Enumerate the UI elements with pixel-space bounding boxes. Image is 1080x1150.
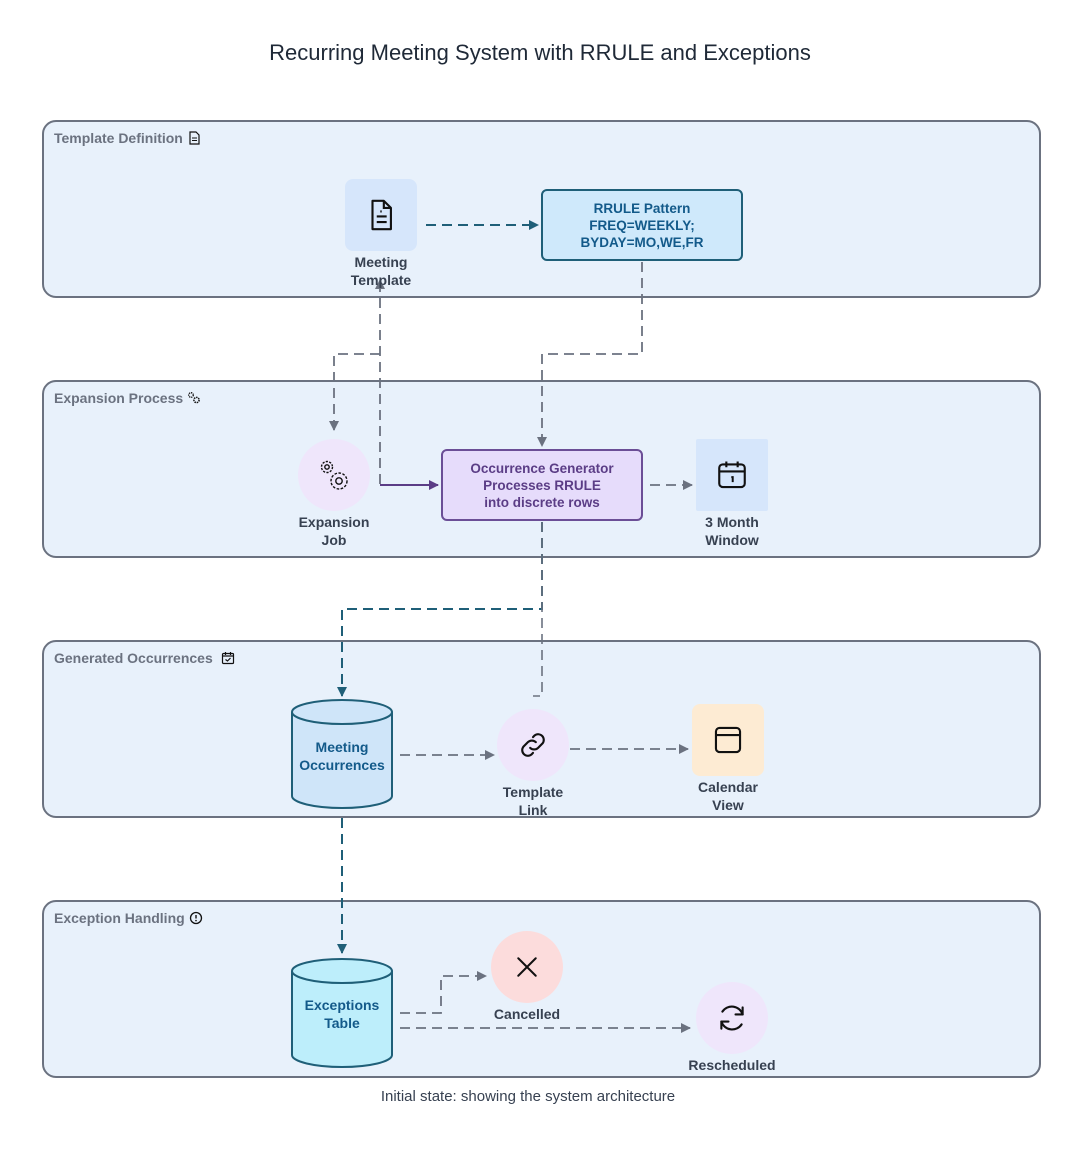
- calendar-view-label-1: Calendar: [698, 779, 758, 795]
- expansion-job-node[interactable]: [298, 439, 370, 511]
- occurrence-generator-node[interactable]: Occurrence Generator Processes RRULE int…: [441, 449, 643, 521]
- generator-label-3: into discrete rows: [484, 494, 600, 510]
- diagram-title: Recurring Meeting System with RRULE and …: [269, 40, 811, 65]
- calendar-view-node[interactable]: [692, 704, 764, 776]
- group-label-occurrences: Generated Occurrences: [54, 650, 213, 666]
- calendar-view-label-2: View: [712, 797, 744, 813]
- generator-label-1: Occurrence Generator: [470, 460, 614, 476]
- meeting-occurrences-label-2: Occurrences: [299, 757, 385, 773]
- rescheduled-label: Rescheduled: [688, 1057, 776, 1073]
- expansion-job-label-1: Expansion: [298, 514, 370, 530]
- calendar-check-icon: [221, 652, 234, 665]
- template-link-label-2: Link: [518, 802, 548, 818]
- meeting-occurrences-node[interactable]: [290, 698, 394, 812]
- cancelled-label: Cancelled: [493, 1006, 561, 1022]
- rrule-label-2: FREQ=WEEKLY;: [589, 217, 695, 233]
- diagram-caption: Initial state: showing the system archit…: [380, 1088, 676, 1105]
- meeting-template-label-2: Template: [350, 272, 412, 288]
- window-label-2: Window: [705, 532, 759, 548]
- generator-label-2: Processes RRULE: [483, 477, 601, 493]
- refresh-icon: [720, 1005, 744, 1031]
- group-label-expansion: Expansion Process: [54, 390, 184, 406]
- cancelled-node[interactable]: [491, 931, 563, 1003]
- browser-window-icon: [714, 726, 742, 754]
- document-icon: [189, 131, 200, 145]
- gears-icon: [320, 460, 348, 490]
- expansion-job-label-2: Job: [321, 532, 347, 548]
- rrule-label-3: BYDAY=MO,WE,FR: [580, 234, 704, 250]
- alert-circle-icon: [189, 911, 202, 925]
- exceptions-table-node[interactable]: [290, 957, 394, 1071]
- window-node[interactable]: [696, 439, 768, 511]
- exceptions-table-label-2: Table: [324, 1015, 360, 1031]
- meeting-template-node[interactable]: [345, 179, 417, 251]
- rrule-label-1: RRULE Pattern: [593, 200, 691, 216]
- x-icon: [517, 957, 537, 977]
- document-icon: [371, 199, 392, 231]
- window-label-1: 3 Month: [705, 514, 759, 530]
- meeting-template-label-1: Meeting: [354, 254, 408, 270]
- group-label-template: Template Definition: [54, 130, 183, 146]
- rescheduled-node[interactable]: [696, 982, 768, 1054]
- exceptions-table-label-1: Exceptions: [304, 997, 380, 1013]
- link-icon: [521, 733, 545, 757]
- meeting-occurrences-label-1: Meeting: [315, 739, 369, 755]
- rrule-pattern-node[interactable]: RRULE Pattern FREQ=WEEKLY; BYDAY=MO,WE,F…: [541, 189, 743, 261]
- group-label-exceptions: Exception Handling: [54, 910, 185, 926]
- calendar-icon: [718, 461, 746, 489]
- template-link-label-1: Template: [502, 784, 564, 800]
- template-link-node[interactable]: [497, 709, 569, 781]
- gears-icon: [188, 392, 201, 404]
